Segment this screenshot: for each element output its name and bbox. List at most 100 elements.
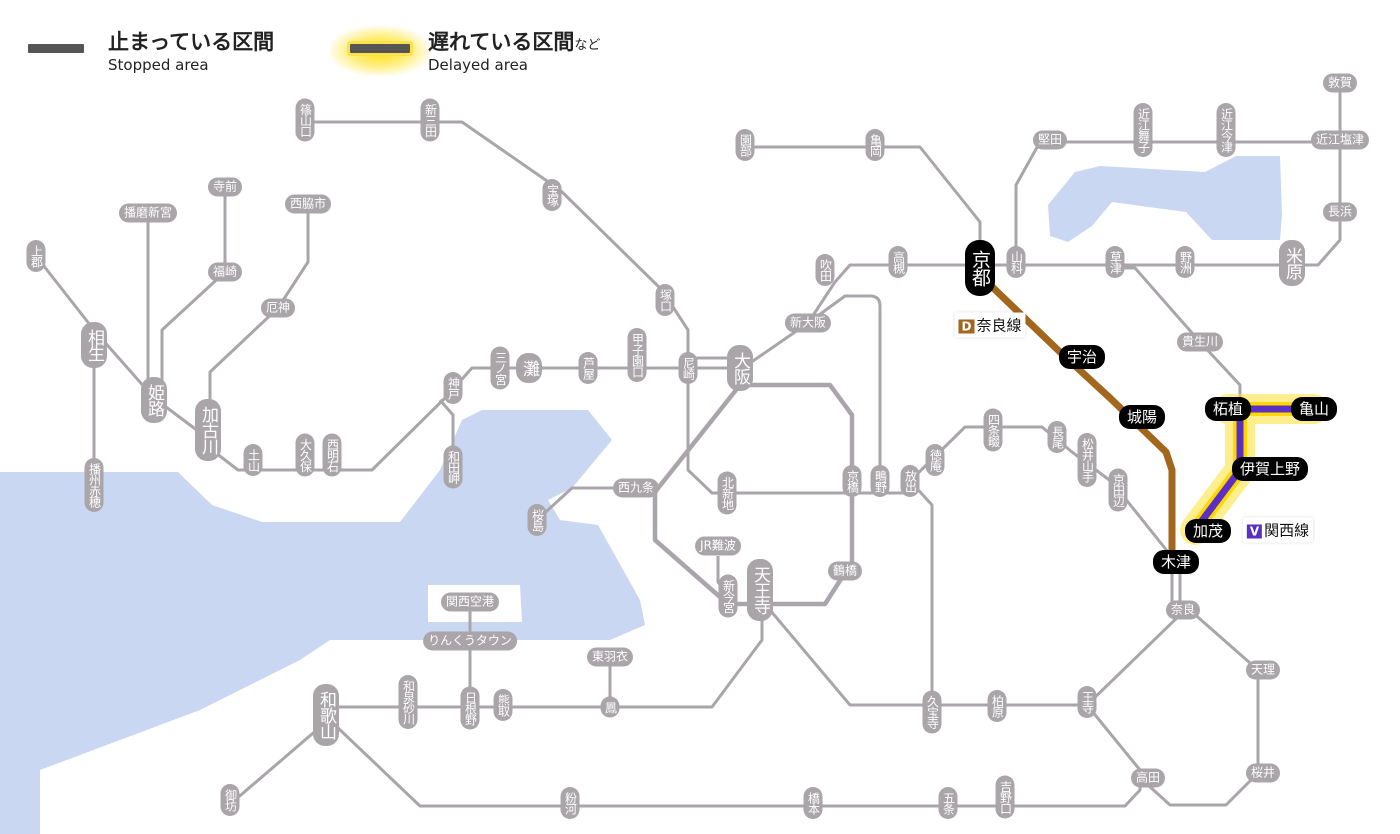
station-jrnamba[interactable]: JR難波 xyxy=(695,536,741,556)
station-sakurajima[interactable]: 桜島 xyxy=(527,504,547,536)
station-nara[interactable]: 奈良 xyxy=(1165,600,1201,620)
station-kyotanabe[interactable]: 京田辺 xyxy=(1108,468,1128,512)
nara-line-mark: D xyxy=(958,319,975,334)
station-nagao[interactable]: 長尾 xyxy=(1047,421,1067,453)
station-higashihagoromo[interactable]: 東羽衣 xyxy=(586,647,634,667)
nara-line-name: 奈良線 xyxy=(976,316,1022,335)
station-sakurai[interactable]: 桜井 xyxy=(1245,763,1281,783)
station-kumatori[interactable]: 熊取 xyxy=(493,689,513,721)
station-koshienguchi[interactable]: 甲子園口 xyxy=(627,328,647,382)
station-yasu[interactable]: 野洲 xyxy=(1175,246,1195,278)
station-gojo[interactable]: 五条 xyxy=(938,787,958,819)
station-kokawa[interactable]: 粉河 xyxy=(560,787,580,819)
station-ashiya[interactable]: 芦屋 xyxy=(578,352,598,384)
stopped-legend-label-en: Stopped area xyxy=(108,56,209,74)
station-sonobe[interactable]: 園部 xyxy=(735,129,755,161)
station-tsukaguchi[interactable]: 塚口 xyxy=(655,284,675,316)
station-amagasaki[interactable]: 尼崎 xyxy=(678,352,698,384)
station-shijonawate[interactable]: 四条畷 xyxy=(983,408,1003,452)
station-aioi[interactable]: 相生 xyxy=(81,322,107,368)
station-tennoji[interactable]: 天王寺 xyxy=(747,559,773,621)
station-kyuhoji[interactable]: 久宝寺 xyxy=(922,690,942,734)
station-omiimazu[interactable]: 近江今津 xyxy=(1216,103,1236,157)
station-okubo[interactable]: 大久保 xyxy=(295,433,315,477)
station-oji[interactable]: 王寺 xyxy=(1077,686,1097,718)
station-sasayamaguchi[interactable]: 篠山口 xyxy=(295,98,315,142)
station-wakayama[interactable]: 和歌山 xyxy=(313,684,339,746)
station-sannomiya[interactable]: 三ノ宮 xyxy=(490,346,510,390)
delayed-legend-suffix: など xyxy=(574,38,601,53)
station-takada[interactable]: 高田 xyxy=(1130,768,1166,788)
station-tsuruhashi[interactable]: 鶴橋 xyxy=(827,561,863,581)
delayed-legend-jp: 遅れている区間 xyxy=(428,30,575,54)
station-himeji[interactable]: 姫路 xyxy=(141,377,167,423)
station-banshuako[interactable]: 播州赤穂 xyxy=(84,458,104,512)
station-shinsanda[interactable]: 新三田 xyxy=(420,98,440,142)
station-yoshinoguchi[interactable]: 吉野口 xyxy=(995,775,1015,819)
station-uji[interactable]: 宇治 xyxy=(1058,345,1106,369)
kansai-line-name: 関西線 xyxy=(1264,521,1310,540)
station-nagahama[interactable]: 長浜 xyxy=(1322,202,1358,222)
station-tokuan[interactable]: 徳庵 xyxy=(925,444,945,476)
station-yamashina[interactable]: 山科 xyxy=(1006,246,1026,278)
station-kizu[interactable]: 木津 xyxy=(1152,550,1200,574)
delayed-legend-label-en: Delayed area xyxy=(428,56,528,74)
station-kamigori[interactable]: 上郡 xyxy=(26,240,46,272)
station-kyobashi[interactable]: 京橋 xyxy=(842,465,862,497)
station-kyoto[interactable]: 京都 xyxy=(965,240,995,296)
station-nishiwakishi[interactable]: 西脇市 xyxy=(284,194,332,214)
station-teramae[interactable]: 寺前 xyxy=(207,177,243,197)
station-kusatsu[interactable]: 草津 xyxy=(1105,246,1125,278)
osaka-higashi-line xyxy=(807,294,882,490)
station-tenri[interactable]: 天理 xyxy=(1245,660,1281,680)
lake-biwa xyxy=(1048,156,1282,242)
station-omishiotsu[interactable]: 近江塩津 xyxy=(1310,130,1370,150)
station-kameoka[interactable]: 亀岡 xyxy=(865,129,885,161)
stopped-legend-swatch xyxy=(28,44,84,53)
station-shigino[interactable]: 鴫野 xyxy=(870,465,890,497)
station-osaka[interactable]: 大阪 xyxy=(727,345,753,391)
station-gobo[interactable]: 御坊 xyxy=(220,784,240,816)
station-takarazuka[interactable]: 宝塚 xyxy=(542,179,562,211)
station-izumisunagawa[interactable]: 和泉砂川 xyxy=(398,675,418,729)
station-kitashinchi[interactable]: 北新地 xyxy=(717,471,737,515)
station-shinosaka[interactable]: 新大阪 xyxy=(784,313,832,333)
station-shinimamiya[interactable]: 新今宮 xyxy=(718,574,738,618)
station-igaueno[interactable]: 伊賀上野 xyxy=(1231,457,1309,481)
station-kakogawa[interactable]: 加古川 xyxy=(195,399,221,461)
station-kansaiairport[interactable]: 関西空港 xyxy=(440,592,500,612)
station-kamo[interactable]: 加茂 xyxy=(1184,519,1232,543)
station-tsuchiyama[interactable]: 土山 xyxy=(243,444,263,476)
station-hashimoto[interactable]: 橋本 xyxy=(803,787,823,819)
bantan-line xyxy=(160,187,227,400)
station-nishikujo[interactable]: 西九条 xyxy=(612,478,660,498)
station-hanaten[interactable]: 放出 xyxy=(900,465,920,497)
station-yakujin[interactable]: 厄神 xyxy=(260,298,296,318)
station-kashiwara[interactable]: 柏原 xyxy=(987,690,1007,722)
hanaten-kyuhoji xyxy=(908,479,934,712)
station-tsuruga[interactable]: 敦賀 xyxy=(1322,73,1358,93)
station-harimashingu[interactable]: 播磨新宮 xyxy=(118,203,178,223)
station-nada[interactable]: 灘 xyxy=(516,353,542,383)
station-kibukawa[interactable]: 貴生川 xyxy=(1176,332,1224,352)
station-otori[interactable]: 鳳 xyxy=(600,696,620,718)
station-wadamisaki[interactable]: 和田岬 xyxy=(443,445,463,489)
sakurai-line xyxy=(1146,610,1260,807)
station-fukusaki[interactable]: 福崎 xyxy=(207,262,243,282)
station-omimaiko[interactable]: 近江舞子 xyxy=(1133,103,1153,157)
station-katata[interactable]: 堅田 xyxy=(1032,130,1068,150)
station-maibara[interactable]: 米原 xyxy=(1279,240,1305,286)
station-nishiakashi[interactable]: 西明石 xyxy=(322,433,342,477)
station-rinkutown[interactable]: りんくうタウン xyxy=(423,631,517,651)
station-joyo[interactable]: 城陽 xyxy=(1118,405,1166,429)
station-matsuiyamate[interactable]: 松井山手 xyxy=(1077,433,1097,487)
station-kobe[interactable]: 神戸 xyxy=(443,372,463,404)
station-hineno[interactable]: 日根野 xyxy=(460,686,480,730)
sakurajima-line xyxy=(535,486,620,522)
station-kameyama[interactable]: 亀山 xyxy=(1290,397,1338,421)
station-takatsuki[interactable]: 高槻 xyxy=(888,246,908,278)
station-suita[interactable]: 吹田 xyxy=(815,254,835,286)
station-tsuge[interactable]: 柘植 xyxy=(1204,397,1252,421)
